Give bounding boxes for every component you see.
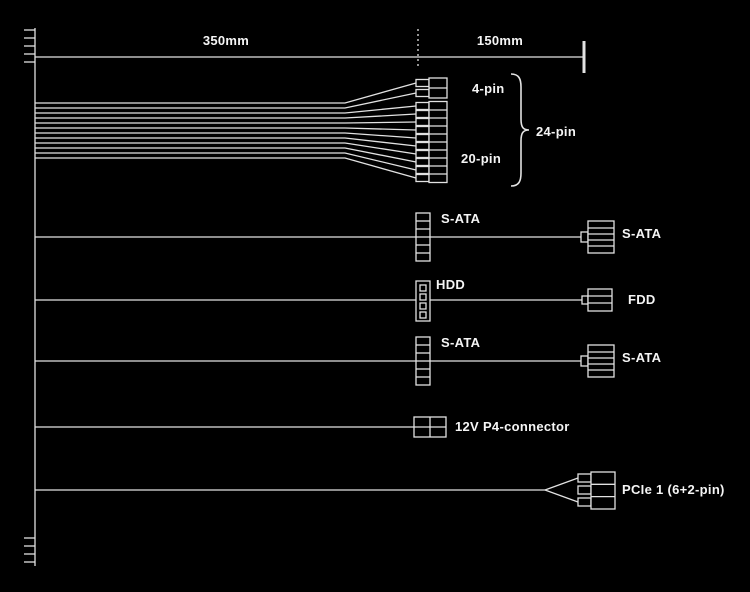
atx-wires xyxy=(35,82,417,179)
sata1-mid-connector xyxy=(415,212,431,262)
ruler-350mm-label: 350mm xyxy=(203,33,249,48)
p4-cable: 12V P4-connector xyxy=(35,416,570,438)
atx-24pin-connector xyxy=(415,77,448,184)
hdd-mid-connector xyxy=(415,280,431,322)
sata1-end-label: S-ATA xyxy=(622,226,662,241)
hdd-label: HDD xyxy=(436,277,465,292)
atx-24pin-label: 24-pin xyxy=(536,124,576,139)
pcie-connector xyxy=(577,471,616,510)
sata1-end-connector xyxy=(580,220,615,254)
sata1-mid-label: S-ATA xyxy=(441,211,481,226)
atx-24pin-cable: 4-pin 20-pin 24-pin xyxy=(35,73,576,187)
pcie-label: PCIe 1 (6+2-pin) xyxy=(622,482,725,497)
hdd-fdd-cable: HDD FDD xyxy=(35,277,656,322)
sata-cable-2: S-ATA S-ATA xyxy=(35,335,662,386)
psu-edge xyxy=(24,28,36,566)
p4-connector xyxy=(413,416,447,438)
fdd-label: FDD xyxy=(628,292,656,307)
p4-label: 12V P4-connector xyxy=(455,419,570,434)
length-ruler: 350mm 150mm xyxy=(35,29,586,73)
pcie-cable: PCIe 1 (6+2-pin) xyxy=(35,471,725,510)
sata-cable-1: S-ATA S-ATA xyxy=(35,211,662,262)
sata2-mid-connector xyxy=(415,336,431,386)
sata2-mid-label: S-ATA xyxy=(441,335,481,350)
sata2-end-label: S-ATA xyxy=(622,350,662,365)
atx-20pin-label: 20-pin xyxy=(461,151,501,166)
atx-4pin-label: 4-pin xyxy=(472,81,505,96)
sata2-end-connector xyxy=(580,344,615,378)
fdd-end-connector xyxy=(581,288,613,312)
ruler-150mm-label: 150mm xyxy=(477,33,523,48)
atx-brace xyxy=(510,73,530,187)
